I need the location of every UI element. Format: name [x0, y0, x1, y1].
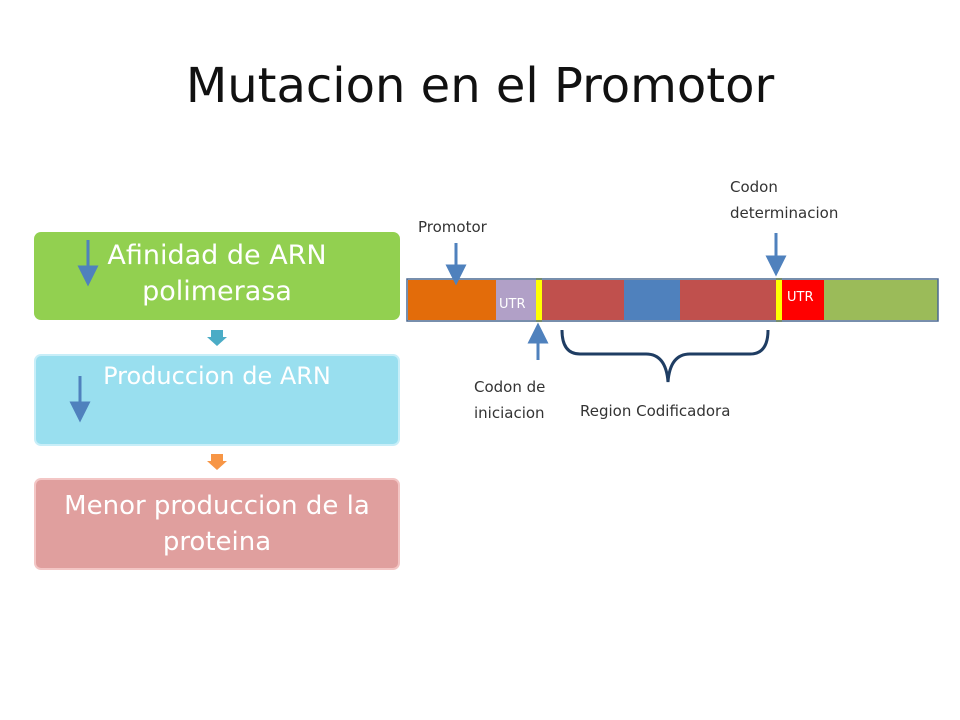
stop-codon-marker [776, 278, 782, 322]
coding-region-label: Region Codificadora [580, 402, 731, 420]
gene-bar-outline [406, 278, 939, 322]
gene-segment-coding-1 [542, 280, 624, 320]
gene-segment-utr-left [496, 280, 536, 320]
gene-bar [406, 278, 939, 322]
flow-box-affinity-line2: polimerasa [142, 276, 292, 307]
flow-box-affinity: Afinidad de ARN polimerasa [34, 232, 400, 320]
flow-box-protein-production-line1: Menor produccion de la [64, 491, 370, 521]
gene-segment-coding-middle [624, 280, 680, 320]
start-codon-label-line1: Codon de [474, 378, 546, 396]
start-codon-marker [536, 278, 542, 322]
gene-segment-terminal [824, 280, 938, 320]
stop-codon-label-line1: Codon [730, 178, 778, 196]
connector-arrow-1 [207, 330, 227, 346]
stop-codon-label-line2: determinacion [730, 204, 839, 222]
slide-title: Mutacion en el Promotor [185, 58, 775, 114]
utr-left-label: UTR [499, 297, 526, 312]
utr-right-label: UTR [787, 290, 814, 305]
connector-arrow-2 [207, 454, 227, 470]
flow-box-rna-production: Produccion de ARN [34, 354, 400, 446]
flow-box-protein-production: Menor produccion de la proteina [34, 478, 400, 570]
gene-segment-coding-2 [680, 280, 776, 320]
stop-codon-label: Codon determinacion [730, 174, 838, 226]
coding-region-brace [560, 329, 770, 383]
promotor-label: Promotor [418, 218, 487, 236]
start-codon-label: Codon de iniciacion [474, 374, 545, 426]
gene-segment-promotor [408, 280, 496, 320]
gene-segment-utr-right [782, 280, 824, 320]
flow-box-rna-production-line1: Produccion de ARN [103, 362, 331, 390]
flow-box-protein-production-line2: proteina [162, 527, 272, 557]
start-codon-label-line2: iniciacion [474, 404, 545, 422]
flow-box-affinity-line1: Afinidad de ARN [107, 240, 327, 271]
